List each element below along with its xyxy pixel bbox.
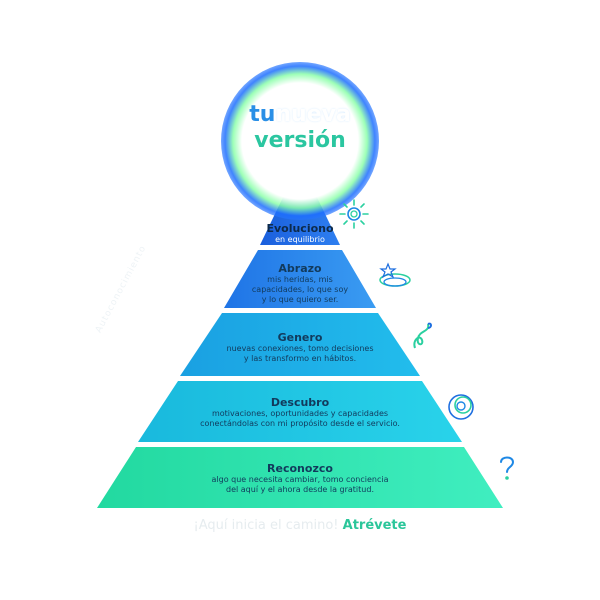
tier-label-abrazo: Abrazo mis heridas, mis capacidades, lo … bbox=[240, 262, 360, 305]
sun-icon bbox=[339, 199, 369, 229]
tier-reconozco bbox=[97, 447, 503, 508]
tier-desc: en equilibrio bbox=[275, 235, 325, 244]
curl-icon bbox=[413, 322, 432, 349]
tier-title: Genero bbox=[277, 331, 323, 344]
tier-abrazo bbox=[224, 250, 376, 308]
halo-label: tunueva versión bbox=[221, 102, 379, 154]
tier-title: Reconozco bbox=[267, 462, 333, 475]
halo-ring bbox=[221, 62, 379, 220]
halo-version: versión bbox=[254, 128, 346, 153]
tier-label-evoluciono: Evoluciono en equilibrio bbox=[250, 222, 350, 245]
tier-label-genero: Genero nuevas conexiones, tomo decisione… bbox=[200, 331, 400, 364]
footer-pre: ¡Aquí inicia el camino! bbox=[193, 518, 343, 533]
cta-atrevete[interactable]: Atrévete bbox=[342, 518, 407, 533]
tier-genero bbox=[180, 313, 420, 376]
tier-label-reconozco: Reconozco algo que necesita cambiar, tom… bbox=[180, 462, 420, 495]
tier-desc: nuevas conexiones, tomo decisiones y las… bbox=[226, 344, 374, 363]
tier-desc: mis heridas, mis capacidades, lo que soy… bbox=[251, 275, 349, 304]
spiral-icon bbox=[448, 394, 474, 420]
tier-descubro bbox=[138, 381, 462, 442]
tier-title: Evoluciono bbox=[266, 222, 334, 235]
tier-desc: algo que necesita cambiar, tomo concienc… bbox=[211, 475, 389, 494]
tier-title: Descubro bbox=[270, 396, 330, 409]
star-ring-icon bbox=[379, 262, 411, 287]
tier-title: Abrazo bbox=[278, 262, 322, 275]
tier-desc: motivaciones, oportunidades y capacidade… bbox=[200, 409, 400, 428]
halo-tu: tu bbox=[249, 102, 276, 127]
tier-label-descubro: Descubro motivaciones, oportunidades y c… bbox=[170, 396, 430, 429]
halo-nueva: nueva bbox=[275, 102, 351, 127]
question-icon bbox=[500, 456, 515, 480]
halo-line-1: tunueva bbox=[221, 102, 379, 128]
footer-caption: ¡Aquí inicia el camino! Atrévete bbox=[0, 518, 600, 533]
